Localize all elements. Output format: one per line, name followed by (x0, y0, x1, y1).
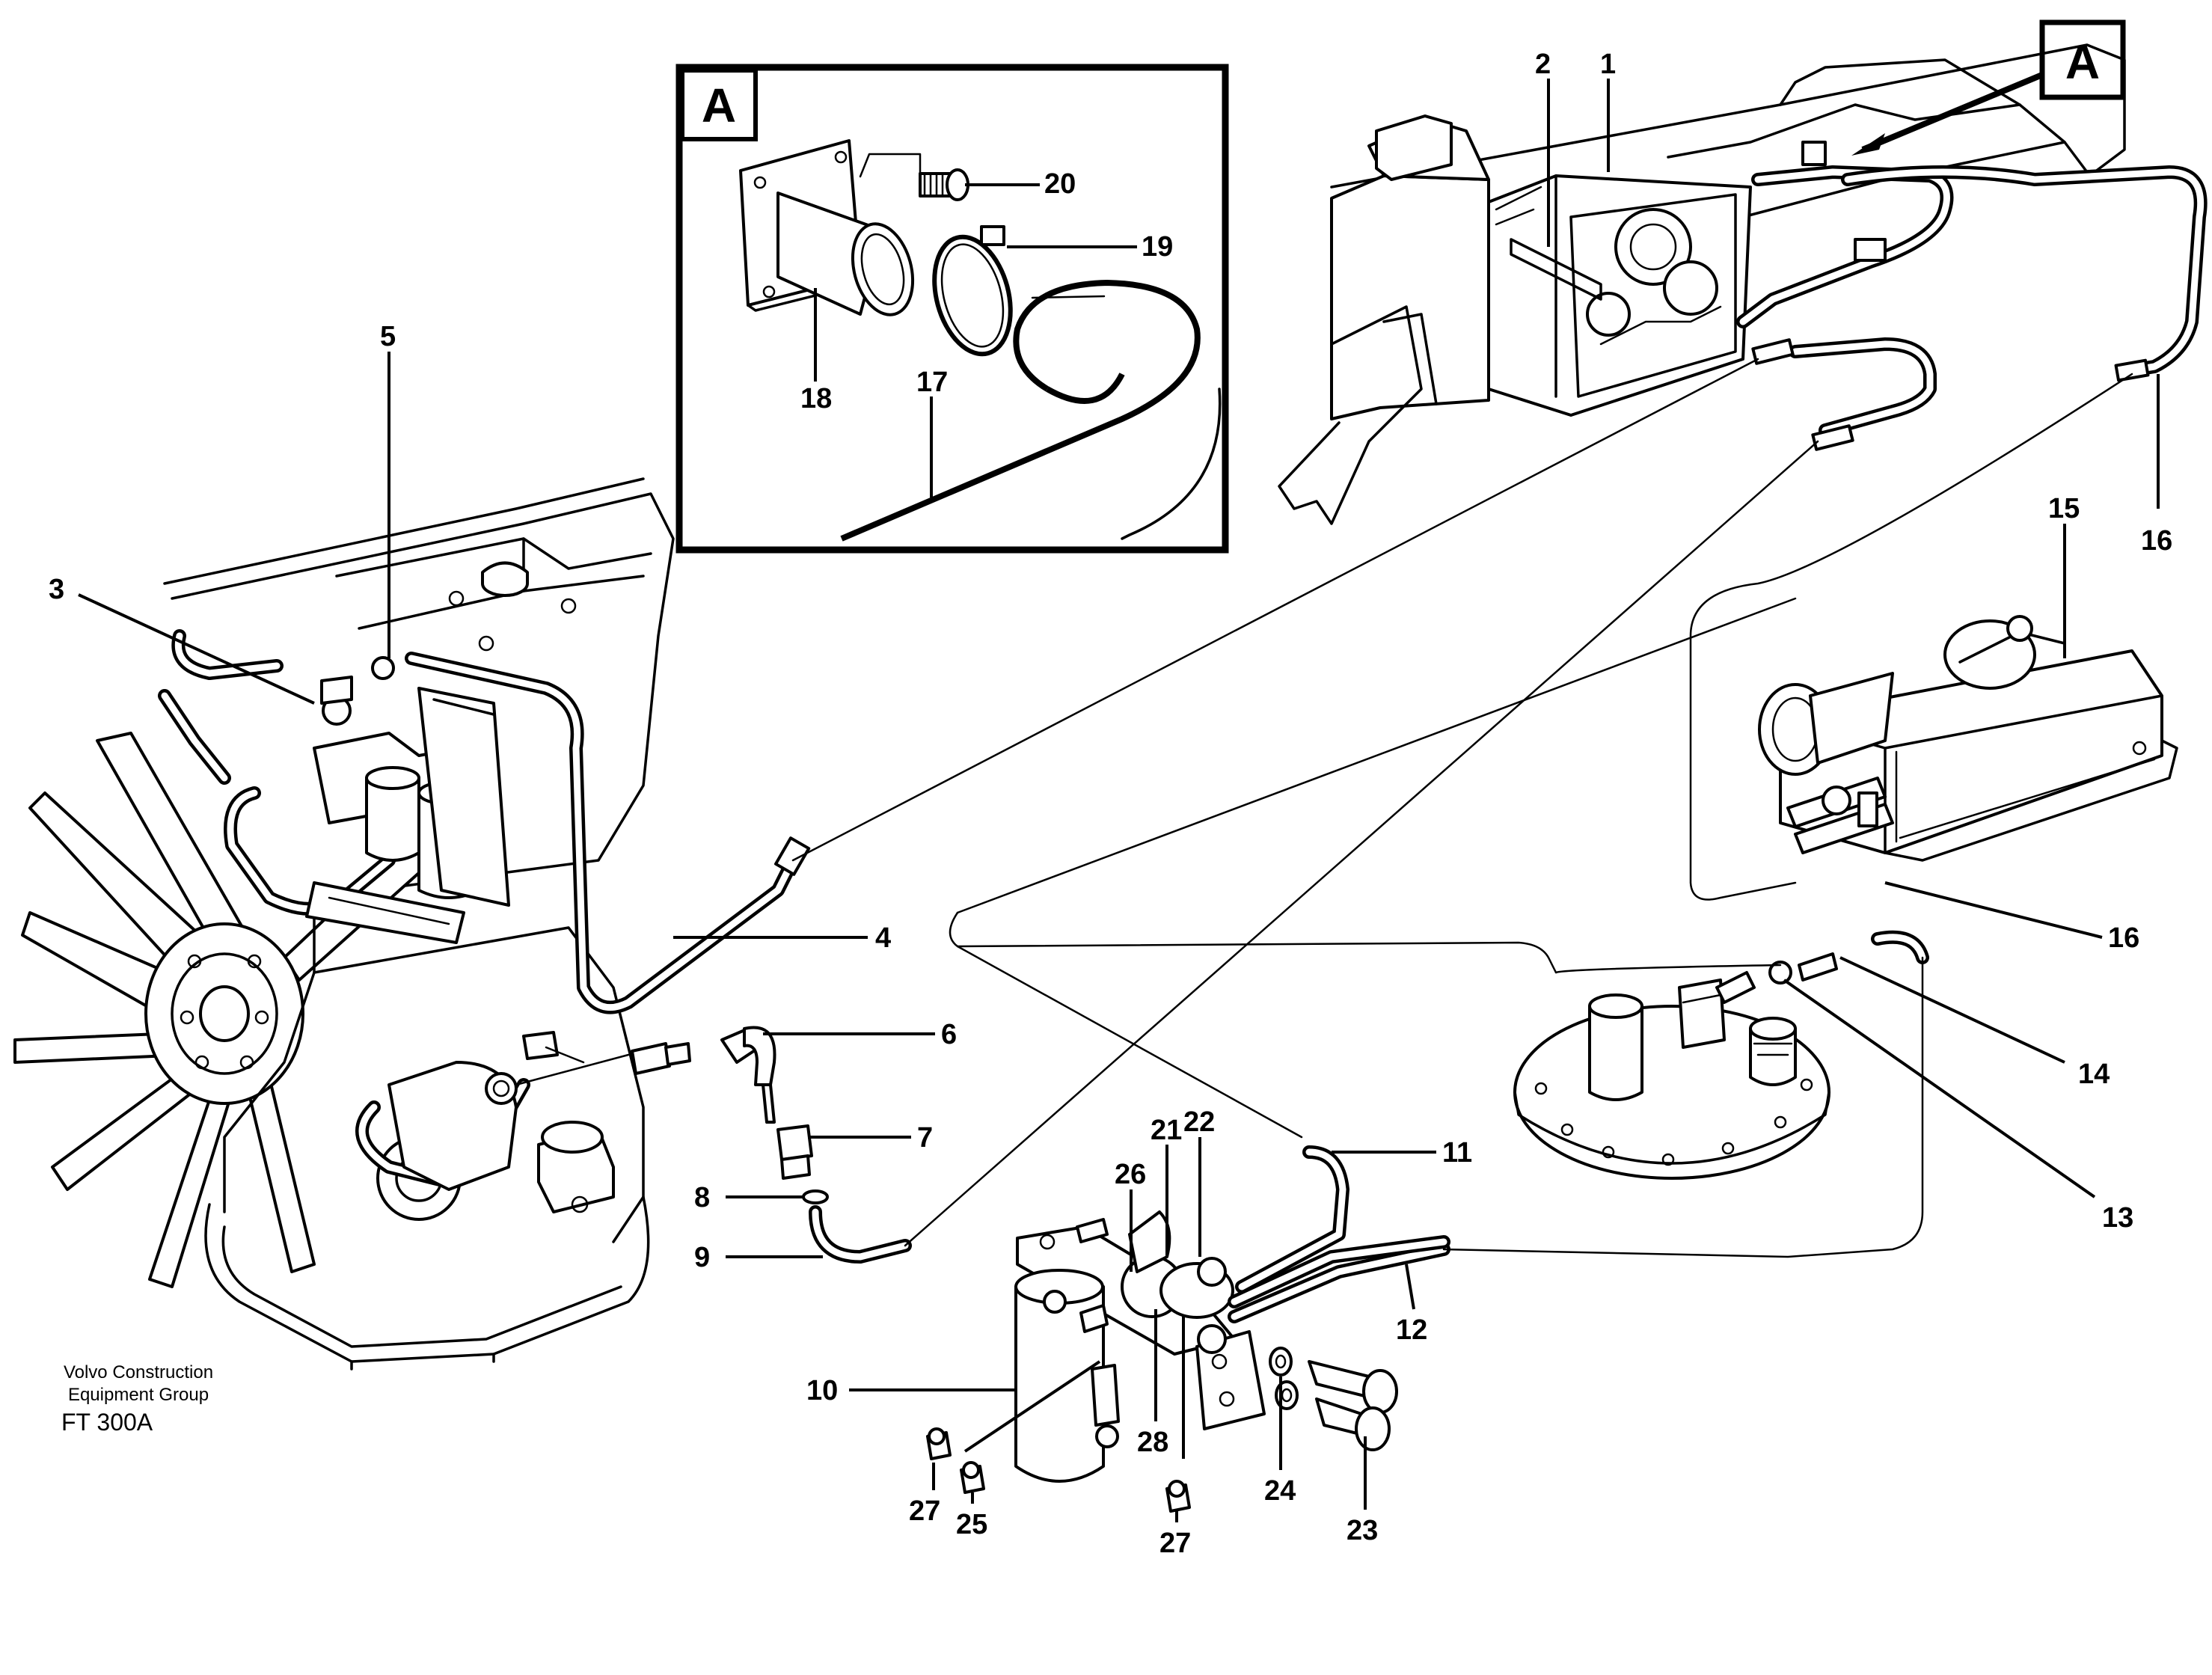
callout-5: 5 (380, 321, 396, 352)
callout-4: 4 (875, 922, 891, 954)
callout-23: 23 (1346, 1515, 1378, 1546)
detail-a-letter: A (702, 79, 736, 132)
callout-12: 12 (1396, 1314, 1427, 1346)
callout-17: 17 (916, 367, 948, 398)
routing-lines (791, 358, 2133, 1258)
callout-27-left: 27 (909, 1495, 940, 1527)
callout-7: 7 (917, 1122, 933, 1154)
fitting-parts (631, 1026, 912, 1264)
callout-3: 3 (49, 574, 64, 605)
hose-clamp (932, 234, 1013, 357)
callout-25: 25 (956, 1509, 987, 1540)
callout-9: 9 (694, 1242, 710, 1273)
callout-13: 13 (2102, 1202, 2133, 1234)
engine-assembly (13, 477, 811, 1371)
credit-block: Volvo Construction Equipment Group FT 30… (61, 1362, 213, 1436)
tank-assembly: A (1278, 19, 2208, 525)
drawing-code: FT 300A (61, 1409, 153, 1436)
callout-21: 21 (1151, 1115, 1182, 1146)
callout-28: 28 (1137, 1427, 1168, 1458)
callout-16-mid: 16 (2108, 922, 2139, 954)
callout-24: 24 (1264, 1475, 1296, 1507)
view-a-arrow (1861, 72, 2044, 153)
callout-2: 2 (1535, 49, 1551, 80)
credit-line-2: Equipment Group (68, 1385, 209, 1405)
callout-16-top: 16 (2141, 525, 2172, 557)
tank-lid (1513, 971, 1830, 1180)
filter-canister (1014, 1285, 1105, 1483)
callout-20: 20 (1044, 168, 1076, 200)
callout-27-bottom: 27 (1159, 1528, 1191, 1559)
callout-14: 14 (2078, 1059, 2110, 1090)
detail-a-inset: A 20 19 18 17 (675, 64, 1229, 554)
callout-19: 19 (1142, 231, 1173, 263)
fuel-filter-assembly (926, 1145, 1450, 1513)
callout-8: 8 (694, 1182, 710, 1213)
callout-6: 6 (941, 1019, 957, 1050)
callout-15: 15 (2048, 493, 2080, 524)
engine-fan (13, 732, 443, 1288)
callout-22: 22 (1183, 1106, 1215, 1138)
callout-10: 10 (806, 1375, 838, 1406)
credit-line-1: Volvo Construction (64, 1362, 213, 1382)
callout-26: 26 (1115, 1159, 1146, 1190)
callout-18: 18 (800, 383, 832, 414)
callout-11: 11 (1442, 1137, 1472, 1169)
callout-1: 1 (1600, 49, 1616, 80)
cab-heater-box (1758, 615, 2178, 985)
callouts: 1 2 3 5 4 6 7 8 9 10 11 12 13 (49, 49, 2172, 1559)
detail-a-tag (680, 68, 758, 141)
view-a-letter: A (2065, 35, 2100, 89)
